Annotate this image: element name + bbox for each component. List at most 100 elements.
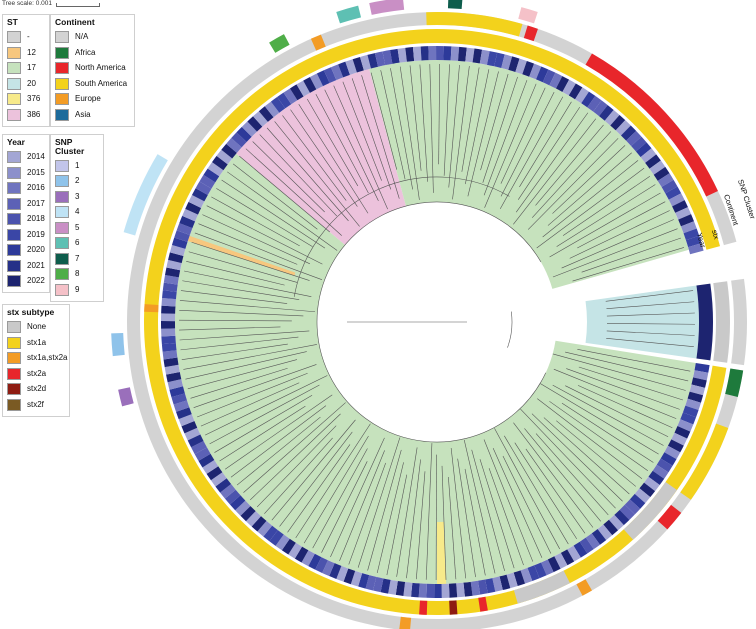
year-ring-segment bbox=[322, 560, 335, 577]
legend-item: 2016 bbox=[7, 181, 45, 197]
tree-branch bbox=[303, 435, 369, 544]
tree-branch bbox=[179, 309, 304, 317]
tree-branch bbox=[351, 78, 392, 190]
tree-branch bbox=[500, 91, 555, 197]
year-ring-segment bbox=[173, 400, 190, 412]
year-ring-segment bbox=[597, 524, 613, 541]
tree-branch bbox=[293, 176, 510, 297]
legend-title: ST bbox=[7, 17, 18, 27]
tree-branch bbox=[448, 64, 460, 188]
stx-ring-segment bbox=[713, 281, 730, 363]
year-ring-segment bbox=[163, 275, 179, 285]
legend-item: 2017 bbox=[7, 196, 45, 212]
tree-branch bbox=[553, 368, 677, 419]
year-ring-segment bbox=[283, 88, 298, 105]
tree-branch bbox=[441, 465, 447, 580]
year-ring-segment bbox=[315, 557, 328, 573]
year-ring-segment bbox=[694, 362, 710, 373]
year-ring-segment bbox=[289, 84, 304, 101]
legend-label: 7 bbox=[75, 253, 80, 263]
legend-swatch bbox=[7, 259, 21, 272]
tree-branch bbox=[606, 323, 695, 325]
snp-cluster-block bbox=[369, 0, 405, 15]
year-ring-segment bbox=[591, 529, 607, 545]
year-ring-segment bbox=[608, 514, 624, 531]
tree-branch bbox=[202, 214, 311, 265]
year-ring-segment bbox=[161, 321, 176, 329]
tree-branch bbox=[471, 449, 505, 572]
legend-swatch bbox=[7, 46, 21, 59]
legend-swatch bbox=[7, 398, 21, 411]
year-ring-segment bbox=[162, 282, 178, 292]
legend-item: 20 bbox=[7, 76, 45, 92]
year-ring-segment bbox=[412, 46, 422, 61]
tree-branch bbox=[519, 101, 572, 188]
year-ring-segment bbox=[179, 215, 196, 229]
year-ring-segment bbox=[674, 426, 691, 439]
tree-branch bbox=[547, 152, 632, 226]
legend-item: 386 bbox=[7, 107, 45, 123]
tree-branch bbox=[298, 104, 369, 214]
tree-branch bbox=[452, 65, 470, 200]
st-clade-386 bbox=[236, 68, 406, 245]
year-ring-segment bbox=[614, 509, 630, 526]
year-ring-segment bbox=[629, 493, 646, 509]
year-ring-segment bbox=[555, 76, 570, 92]
tree-branch bbox=[577, 201, 666, 249]
year-ring-segment bbox=[667, 439, 684, 453]
legend-swatch bbox=[7, 228, 21, 241]
tree-branch bbox=[348, 462, 386, 565]
year-ring-segment bbox=[420, 46, 429, 61]
year-ring-segment bbox=[343, 568, 356, 585]
year-ring-segment bbox=[269, 530, 284, 546]
tree-scale-bar bbox=[56, 3, 100, 7]
tree-branch bbox=[438, 64, 441, 165]
tree-branch bbox=[386, 474, 408, 576]
legend-label: 1 bbox=[75, 160, 80, 170]
year-ring-segment bbox=[579, 537, 594, 554]
year-ring-segment bbox=[418, 583, 427, 598]
stx-ring-segment bbox=[419, 600, 428, 615]
legend-label: 386 bbox=[27, 109, 41, 119]
legend-item: 2015 bbox=[7, 165, 45, 181]
legend-swatch bbox=[55, 93, 69, 106]
legend-item: 4 bbox=[55, 205, 99, 221]
year-ring-segment bbox=[688, 243, 704, 255]
snp-cluster-block bbox=[123, 154, 168, 236]
year-ring-segment bbox=[585, 533, 601, 550]
tree-branch bbox=[499, 96, 564, 210]
legend-item: stx1a,stx2a bbox=[7, 351, 67, 367]
legend-swatch bbox=[7, 275, 21, 288]
year-ring-segment bbox=[486, 51, 498, 67]
year-ring-segment bbox=[653, 166, 670, 181]
legend-item: N/A bbox=[55, 30, 130, 46]
legend-swatch bbox=[55, 62, 69, 75]
tree-branch bbox=[333, 85, 388, 210]
year-ring-segment bbox=[382, 50, 393, 66]
year-ring-segment bbox=[257, 520, 273, 537]
year-ring-segment bbox=[479, 49, 490, 65]
legend-label: 2020 bbox=[27, 245, 45, 255]
tree-branch bbox=[569, 210, 670, 259]
year-ring-segment bbox=[336, 565, 349, 582]
year-ring-segment bbox=[463, 581, 473, 597]
tree-branch bbox=[259, 134, 338, 217]
legend-item: stx2f bbox=[7, 397, 65, 413]
year-ring-segment bbox=[198, 453, 215, 468]
tree-branch bbox=[279, 431, 353, 527]
legend-label: 5 bbox=[75, 222, 80, 232]
year-ring-segment bbox=[185, 201, 202, 215]
legend-label: 2016 bbox=[27, 183, 45, 193]
tree-branch bbox=[330, 437, 385, 558]
tree-branch bbox=[214, 395, 313, 453]
legend-item: South America bbox=[55, 76, 130, 92]
tree-branch bbox=[484, 83, 537, 208]
legend-title: stx subtype bbox=[7, 307, 55, 317]
legend-item: 3 bbox=[55, 189, 99, 205]
year-ring-segment bbox=[665, 186, 682, 200]
tree-branch bbox=[287, 444, 351, 533]
tree-branch bbox=[315, 94, 369, 194]
